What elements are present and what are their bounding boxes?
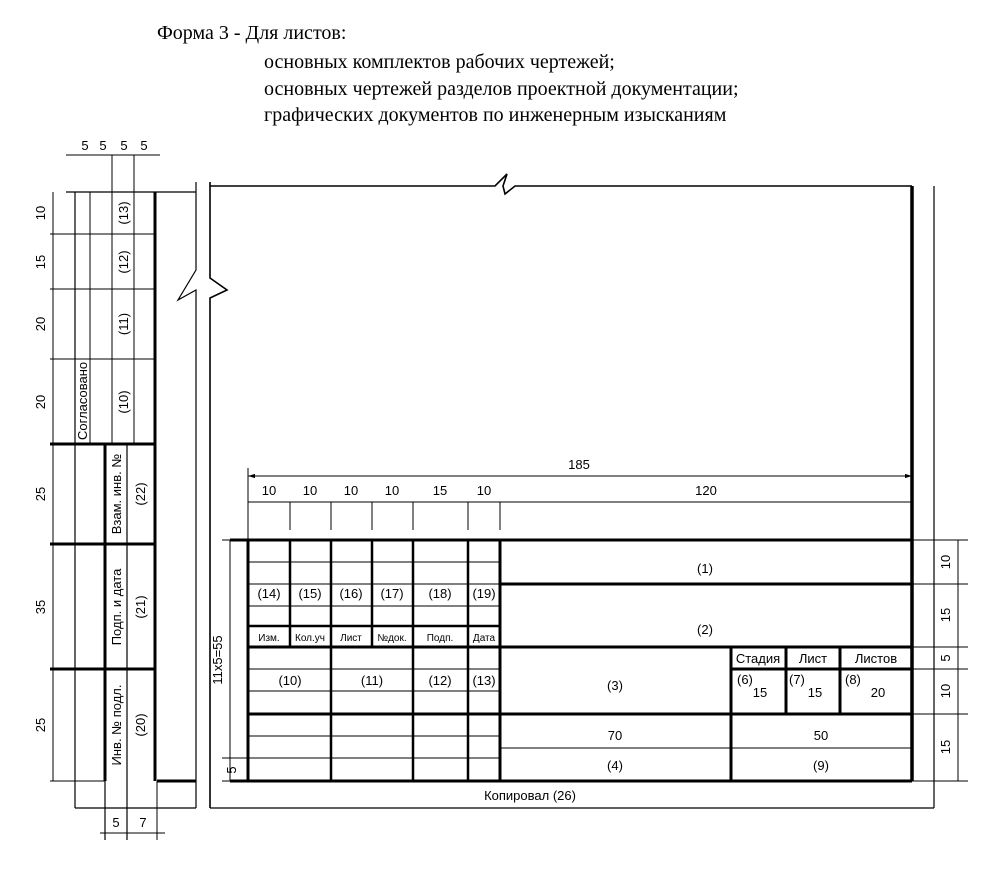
cell-13: (13): [472, 673, 495, 688]
listov-label: Листов: [855, 651, 897, 666]
dim-side-bottom-1: 5: [112, 815, 119, 830]
dim-left-4: 20: [33, 395, 48, 409]
list-label: Лист: [799, 651, 827, 666]
cell-18: (18): [428, 586, 451, 601]
dim-side-top-4: 5: [140, 138, 147, 153]
dim-right-2: 15: [938, 608, 953, 622]
dim-side-bottom-2: 7: [139, 815, 146, 830]
width-15-list: 15: [808, 685, 822, 700]
stamp-dim-lines: [247, 468, 968, 782]
sheet-frame: [66, 173, 935, 809]
dim-col-4: 10: [385, 483, 399, 498]
side-dims-top: 5 5 5 5: [81, 138, 147, 153]
field-6: (6): [737, 672, 753, 687]
cell-12: (12): [428, 673, 451, 688]
stadiya-label: Стадия: [736, 651, 780, 666]
side-cell-12: (12): [116, 250, 131, 273]
width-20-listov: 20: [871, 685, 885, 700]
dim-left-3: 20: [33, 317, 48, 331]
side-cell-22: (22): [133, 482, 148, 505]
cell-14: (14): [257, 586, 280, 601]
side-labels: Согласовано (13) (12) (11) (10) Взам. ин…: [75, 201, 148, 765]
header-kol-uch: Кол.уч: [295, 633, 325, 644]
field-3: (3): [607, 678, 623, 693]
dim-col-7: 120: [695, 483, 717, 498]
dim-side-top-2: 5: [99, 138, 106, 153]
side-stamp: [50, 154, 165, 840]
vzam-inv-label: Взам. инв. №: [109, 454, 124, 535]
cell-10: (10): [278, 673, 301, 688]
cell-19: (19): [472, 586, 495, 601]
dim-side-top-3: 5: [120, 138, 127, 153]
header-podp: Подп.: [427, 633, 454, 644]
cell-15: (15): [298, 586, 321, 601]
dim-col-5: 15: [433, 483, 447, 498]
header-data: Дата: [473, 633, 496, 644]
dim-left-6: 35: [33, 600, 48, 614]
width-70: 70: [608, 728, 622, 743]
cell-11: (11): [361, 673, 383, 688]
field-4: (4): [607, 758, 623, 773]
cell-16: (16): [339, 586, 362, 601]
dim-side-top-1: 5: [81, 138, 88, 153]
dim-col-6: 10: [477, 483, 491, 498]
side-cell-10: (10): [116, 390, 131, 413]
stamp-cell-texts: (14) (15) (16) (17) (18) (19) Изм. Кол.у…: [257, 561, 897, 803]
dim-col-2: 10: [303, 483, 317, 498]
title-block: [222, 538, 912, 782]
field-7: (7): [789, 672, 805, 687]
header-list: Лист: [340, 633, 362, 644]
dim-height-label: 11x5=55: [210, 635, 225, 684]
side-cell-13: (13): [116, 201, 131, 224]
dim-right-4: 10: [938, 684, 953, 698]
dim-left-7: 25: [33, 718, 48, 732]
form-title: Форма 3 - Для листов:: [157, 22, 347, 44]
dim-col-1: 10: [262, 483, 276, 498]
side-dims-bottom: 5 7: [112, 815, 146, 830]
field-2: (2): [697, 622, 713, 637]
dim-right-5: 15: [938, 740, 953, 754]
field-8: (8): [845, 672, 861, 687]
dim-left-1: 10: [33, 206, 48, 220]
cell-17: (17): [380, 586, 403, 601]
header-izm: Изм.: [258, 633, 279, 644]
dim-left-2: 15: [33, 255, 48, 269]
form-title-line4: графических документов по инженерным изы…: [264, 104, 727, 126]
side-cell-20: (20): [133, 713, 148, 736]
side-dims-left: 10 15 20 20 25 35 25: [33, 206, 48, 732]
soglasovano-label: Согласовано: [75, 362, 90, 440]
dim-right-1: 10: [938, 555, 953, 569]
kopiroval-label: Копировал (26): [484, 788, 576, 803]
dim-left-5: 25: [33, 487, 48, 501]
width-15-stadiya: 15: [753, 685, 767, 700]
podp-data-label: Подп. и дата: [109, 568, 124, 645]
stamp-dim-texts: 185 10 10 10 10 15 10 120 11x5=55 5 10 1…: [210, 457, 953, 774]
field-9: (9): [813, 758, 829, 773]
form-title-line3: основных чертежей разделов проектной док…: [264, 78, 739, 100]
dim-right-3: 5: [938, 654, 953, 661]
inv-podl-label: Инв. № подл.: [109, 685, 124, 766]
dim-185: 185: [568, 457, 590, 472]
width-50: 50: [814, 728, 828, 743]
dim-small-5: 5: [224, 766, 239, 773]
dim-col-3: 10: [344, 483, 358, 498]
side-cell-21: (21): [133, 595, 148, 618]
side-cell-11: (11): [116, 313, 131, 335]
header-ndok: №док.: [377, 633, 406, 644]
field-1: (1): [697, 561, 713, 576]
form-title-line2: основных комплектов рабочих чертежей;: [264, 51, 615, 73]
